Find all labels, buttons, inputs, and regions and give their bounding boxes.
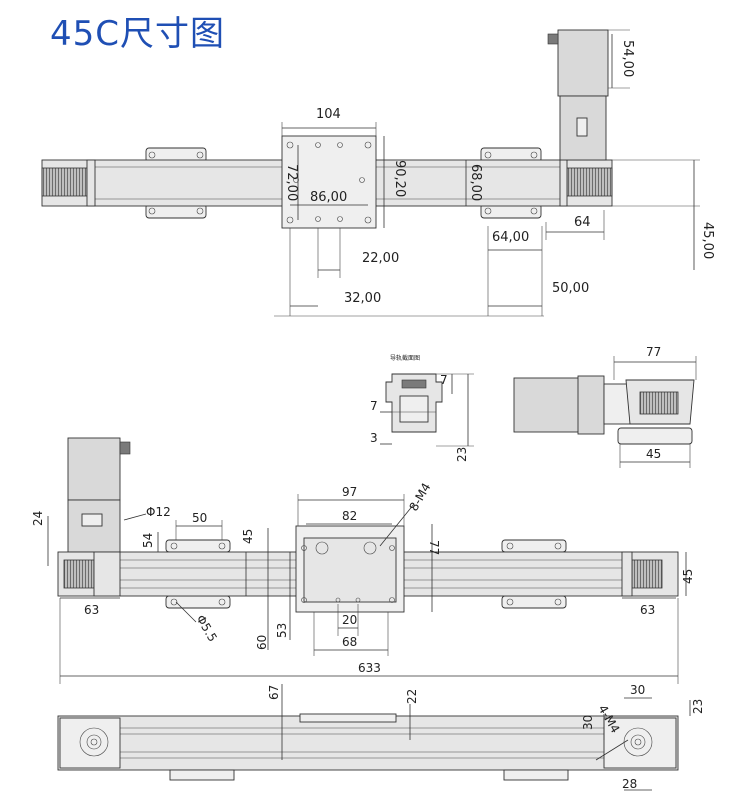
dim-front-77: 77 — [427, 540, 441, 555]
dim-end-45: 45 — [646, 447, 661, 461]
dim-rail-23: 23 — [455, 447, 469, 462]
dim-rail-3: 3 — [370, 431, 378, 445]
dim-bottom-28: 28 — [622, 777, 637, 791]
dim-front-97: 97 — [342, 485, 357, 499]
dim-top-68: 68,00 — [468, 164, 483, 201]
dim-bottom-23: 23 — [691, 699, 705, 714]
dim-front-63a: 63 — [84, 603, 99, 617]
dim-top-72: 72,00 — [284, 164, 299, 201]
dim-bottom-30-side: 30 — [581, 715, 595, 730]
dim-front-phi5-5: Φ5.5 — [193, 613, 219, 645]
dim-front-24: 24 — [31, 511, 45, 526]
dim-top-90-20: 90,20 — [392, 160, 407, 197]
dim-front-45b: 45 — [681, 569, 695, 584]
dim-front-68: 68 — [342, 635, 357, 649]
dim-front-phi12: Φ12 — [146, 505, 171, 519]
rail-section-view: 导轨截面图 7 7 3 23 — [370, 354, 474, 462]
end-view: 77 45 — [513, 345, 697, 468]
dim-bottom-67: 67 — [267, 685, 281, 700]
dim-top-104: 104 — [316, 107, 341, 122]
dim-rail-7b: 7 — [370, 399, 378, 413]
dim-bottom-30-top: 30 — [630, 683, 645, 697]
dim-front-60: 60 — [255, 635, 269, 650]
rail-section-caption: 导轨截面图 — [390, 354, 420, 362]
dim-top-32: 32,00 — [344, 291, 381, 306]
dim-front-82: 82 — [342, 509, 357, 523]
dim-top-54: 54,00 — [620, 40, 635, 77]
dim-top-45: 45,00 — [700, 222, 715, 259]
top-view: 104 90,20 72,00 86,00 68,00 54,00 64 64,… — [41, 29, 715, 317]
dim-front-45a: 45 — [241, 529, 255, 544]
dim-top-50: 50,00 — [552, 281, 589, 296]
dim-front-53: 53 — [275, 623, 289, 638]
dim-top-64-00: 64,00 — [492, 230, 529, 245]
bottom-view: 67 22 30 23 4-M4 30 28 — [57, 683, 705, 791]
dim-front-54: 54 — [141, 533, 155, 548]
dim-top-22: 22,00 — [362, 251, 399, 266]
dim-front-50: 50 — [192, 511, 207, 525]
dim-end-77: 77 — [646, 345, 661, 359]
dim-bottom-22: 22 — [405, 689, 419, 704]
dim-front-633: 633 — [358, 661, 381, 675]
page-title: 45C尺寸图 — [50, 14, 226, 54]
dim-front-8-m4: 8-M4 — [406, 481, 433, 514]
front-view: 24 Φ12 50 97 82 8-M4 77 54 45 45 63 63 Φ… — [31, 437, 695, 684]
dim-top-64: 64 — [574, 215, 591, 230]
dim-top-86: 86,00 — [310, 190, 347, 205]
dim-front-20: 20 — [342, 613, 357, 627]
dim-front-63b: 63 — [640, 603, 655, 617]
dim-rail-7a: 7 — [440, 373, 448, 387]
